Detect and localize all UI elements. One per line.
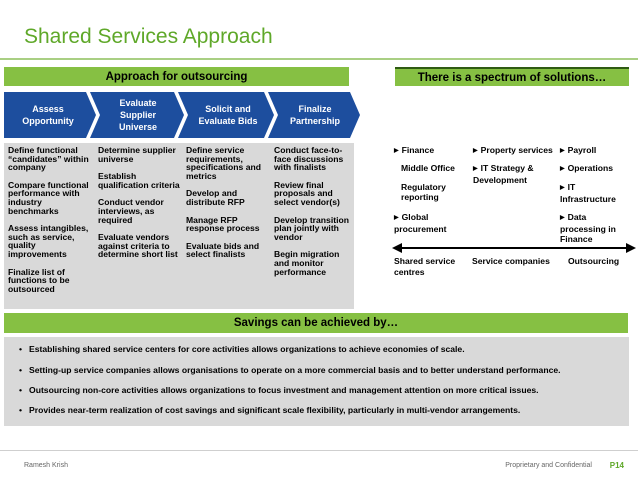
activity-item: Conduct face-to-face discussions with fi… <box>274 145 344 173</box>
phase-label-solicit: Solicit and Evaluate Bids <box>198 104 258 126</box>
spectrum-item: Regulatory reporting <box>401 182 446 202</box>
spectrum-arrow <box>392 243 636 253</box>
savings-bullet: Outsourcing non-core activities allows o… <box>19 385 539 395</box>
spectrum-item: ▶Property services <box>473 145 553 155</box>
chevron-finalize <box>268 92 360 138</box>
activity-item: Develop and distribute RFP <box>186 188 245 207</box>
chevron-shapes <box>4 92 360 138</box>
footer-rule <box>0 450 638 451</box>
page-number: P14 <box>609 461 624 470</box>
chevron-evaluate <box>90 92 184 138</box>
activity-item: Evaluate bids and select finalists <box>186 240 260 260</box>
title-rule <box>0 58 638 60</box>
triangle-right-icon: ▶ <box>560 215 565 221</box>
activity-item: Evaluate vendors against criteria to det… <box>98 232 178 260</box>
activity-item: Finalize list of functions to be outsour… <box>8 266 70 294</box>
chevron-assess <box>4 92 96 138</box>
activity-item: Define functional “candidates” within co… <box>8 145 89 173</box>
savings-bullet: Establishing shared service centers for … <box>19 344 465 354</box>
spectrum-item: ▶Payroll <box>560 145 597 155</box>
activity-item: Compare functional performance with indu… <box>8 179 89 216</box>
activity-item: Establish qualification criteria <box>98 171 180 190</box>
phase-chevrons: Assess Opportunity Evaluate Supplier Uni… <box>2 90 362 140</box>
axis-label-shared: Shared service centres <box>394 256 456 277</box>
triangle-right-icon: ▶ <box>560 185 565 191</box>
footer-author: Ramesh Krish <box>24 462 68 469</box>
spectrum-item: ▶IT Strategy & Development <box>473 163 534 185</box>
axis-label-outsourcing: Outsourcing <box>568 256 620 266</box>
spectrum-item: ▶Data processing in Finance <box>560 212 616 244</box>
spectrum-item: ▶Global procurement <box>394 212 447 234</box>
activity-item: Define service requirements, specificati… <box>186 145 261 181</box>
column-evaluate: Determine supplier universe Establish qu… <box>98 146 184 268</box>
activity-item: Conduct vendor interviews, as required <box>98 197 164 225</box>
activity-item: Develop transition plan jointly with ven… <box>274 214 349 242</box>
arrow-right-icon <box>626 243 636 253</box>
phase-label-assess: Assess Opportunity <box>22 104 74 126</box>
phase-label-finalize: Finalize Partnership <box>289 104 340 126</box>
activity-item: Begin migration and monitor performance <box>274 249 340 277</box>
spectrum-item: ▶Finance <box>394 145 435 155</box>
activity-item: Determine supplier universe <box>98 145 176 164</box>
approach-banner: Approach for outsourcing <box>4 67 349 86</box>
triangle-right-icon: ▶ <box>560 166 565 172</box>
spectrum-item: ▶IT Infrastructure <box>560 182 616 204</box>
triangle-right-icon: ▶ <box>473 166 478 172</box>
page-title: Shared Services Approach <box>24 25 273 48</box>
triangle-right-icon: ▶ <box>473 148 478 154</box>
savings-bullet: Provides near-term realization of cost s… <box>19 405 520 415</box>
spectrum-item: Middle Office <box>401 163 455 173</box>
activity-item: Review final proposals and select vendor… <box>274 179 340 207</box>
axis-label-service: Service companies <box>472 256 550 266</box>
phase-label-evaluate: Evaluate Supplier Universe <box>118 98 158 132</box>
triangle-right-icon: ▶ <box>560 148 565 154</box>
column-finalize: Conduct face-to-face discussions with fi… <box>274 146 354 285</box>
savings-panel: Establishing shared service centers for … <box>4 337 629 426</box>
triangle-right-icon: ▶ <box>394 215 399 221</box>
savings-banner: Savings can be achieved by… <box>4 313 628 333</box>
chevron-solicit <box>178 92 274 138</box>
triangle-right-icon: ▶ <box>394 148 399 154</box>
activity-item: Manage RFP response process <box>186 214 260 234</box>
footer-confidential: Proprietary and Confidential <box>505 462 592 469</box>
savings-bullet: Setting-up service companies allows orga… <box>19 365 561 375</box>
activity-item: Assess intangibles, such as service, qua… <box>8 223 89 259</box>
activities-panel <box>4 143 354 309</box>
arrow-left-icon <box>392 243 402 253</box>
column-solicit: Define service requirements, specificati… <box>186 146 270 268</box>
column-assess: Define functional “candidates” within co… <box>8 146 94 302</box>
spectrum-item: ▶Operations <box>560 163 613 173</box>
spectrum-banner: There is a spectrum of solutions… <box>395 67 629 86</box>
